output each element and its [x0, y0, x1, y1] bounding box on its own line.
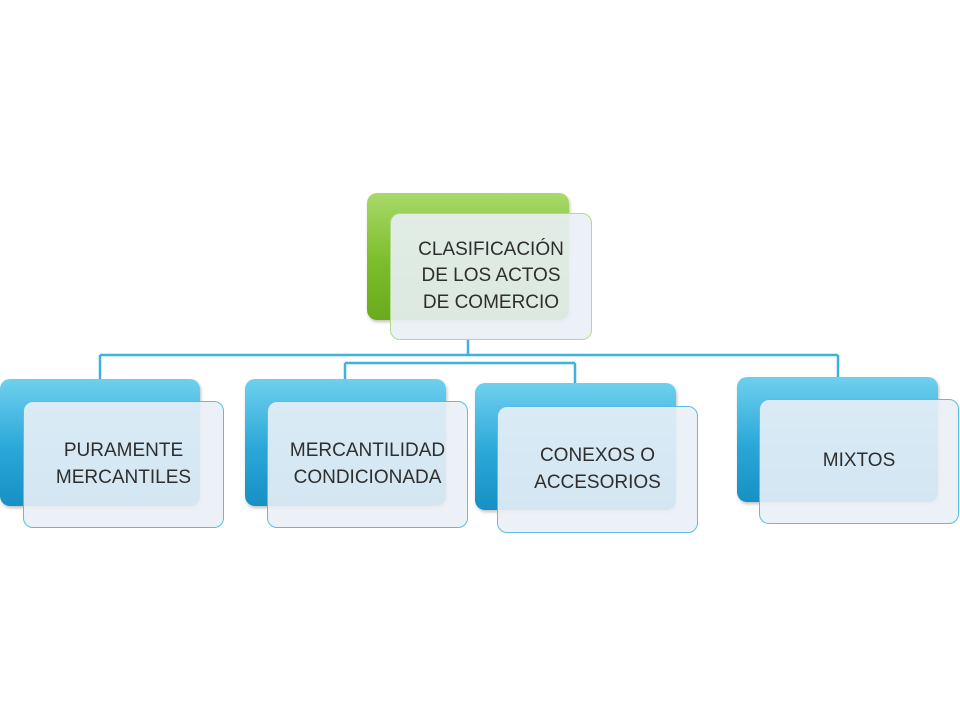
child-node-1: PURAMENTE MERCANTILES	[23, 401, 224, 528]
child-node-2: MERCANTILIDAD CONDICIONADA	[267, 401, 468, 528]
child-node-4-label: MIXTOS	[822, 450, 896, 472]
child-node-3: CONEXOS O ACCESORIOS	[497, 406, 698, 533]
child-node-4: MIXTOS	[759, 399, 959, 524]
child-node-3-label: CONEXOS O ACCESORIOS	[534, 445, 661, 493]
child-node-2-label: MERCANTILIDAD CONDICIONADA	[289, 440, 446, 488]
root-node: CLASIFICACIÓN DE LOS ACTOS DE COMERCIO	[390, 213, 592, 340]
root-node-label: CLASIFICACIÓN DE LOS ACTOS DE COMERCIO	[418, 239, 564, 313]
child-node-1-label: PURAMENTE MERCANTILES	[55, 440, 192, 488]
